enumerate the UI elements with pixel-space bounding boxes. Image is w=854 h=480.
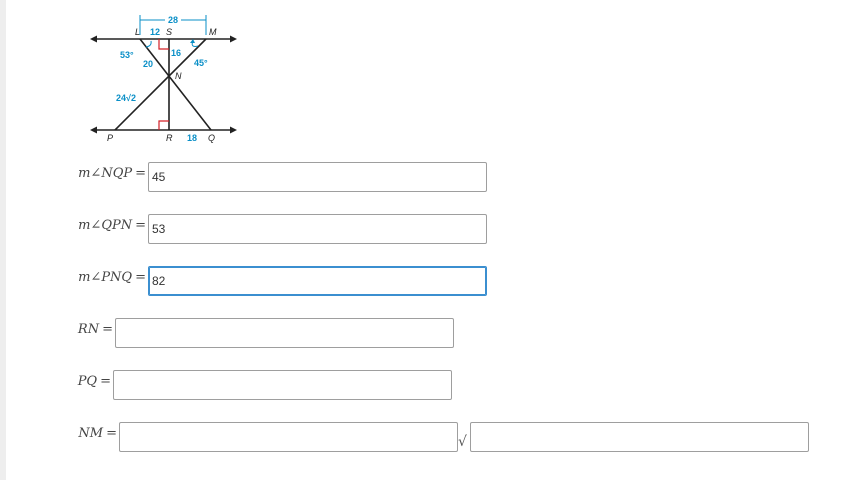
top-line-right-arrow (230, 35, 237, 43)
point-label-M: M (209, 27, 217, 37)
point-label-L: L (135, 27, 140, 37)
angle-arc-L (145, 40, 152, 48)
point-label-R: R (166, 133, 173, 143)
question-label: NM= (78, 426, 117, 441)
right-angle-mark-S (158, 39, 169, 50)
answer-input-angle-NQP[interactable] (148, 162, 487, 192)
question-label: m∠PNQ= (78, 270, 146, 285)
point-label-N: N (175, 71, 182, 81)
question-label: m∠QPN= (78, 218, 146, 233)
measure-label-RQ: 18 (187, 133, 197, 143)
measure-label-LS: 12 (150, 27, 160, 37)
measure-label-LN: 20 (143, 59, 153, 69)
measure-label-PN: 24√2 (116, 93, 136, 103)
segment-LQ (139, 38, 212, 131)
question-label: m∠NQP= (78, 166, 146, 181)
answer-input-PQ[interactable] (113, 370, 452, 400)
measure-label-SN: 16 (171, 48, 181, 58)
segment-MP (114, 38, 207, 131)
dimension-LM-label-bg (165, 13, 181, 25)
question-row-angle-PNQ: m∠PNQ= (0, 266, 146, 296)
point-label-S: S (166, 27, 172, 37)
left-border-strip (0, 0, 6, 480)
question-row-angle-NQP: m∠NQP= (0, 162, 146, 192)
answer-input-angle-PNQ[interactable] (148, 266, 487, 296)
point-label-Q: Q (208, 133, 215, 143)
question-label: PQ= (77, 374, 111, 389)
question-row-angle-QPN: m∠QPN= (0, 214, 146, 244)
point-label-P: P (107, 133, 113, 143)
top-line-left-arrow (90, 35, 97, 43)
bottom-line-left-arrow (90, 126, 97, 134)
dimension-LM-label: 28 (168, 15, 178, 25)
question-label: RN= (77, 322, 113, 337)
question-row-RN: RN= (0, 318, 113, 348)
answer-input-NM-coefficient[interactable] (119, 422, 458, 452)
angle-arc-M-arrow (190, 39, 195, 43)
geometry-figure: 28 L S M N P R Q 12 16 20 53° 45° 24√2 1… (90, 13, 237, 143)
measure-label-angle-M: 45° (194, 58, 208, 68)
answer-input-RN[interactable] (115, 318, 454, 348)
question-row-NM: NM= (0, 422, 117, 452)
bottom-line-right-arrow (230, 126, 237, 134)
answer-input-NM-radicand[interactable] (470, 422, 809, 452)
sqrt-symbol: √ (458, 434, 467, 450)
answer-input-angle-QPN[interactable] (148, 214, 487, 244)
right-angle-mark-R (158, 120, 169, 130)
question-row-PQ: PQ= (0, 370, 111, 400)
measure-label-angle-L: 53° (120, 50, 134, 60)
